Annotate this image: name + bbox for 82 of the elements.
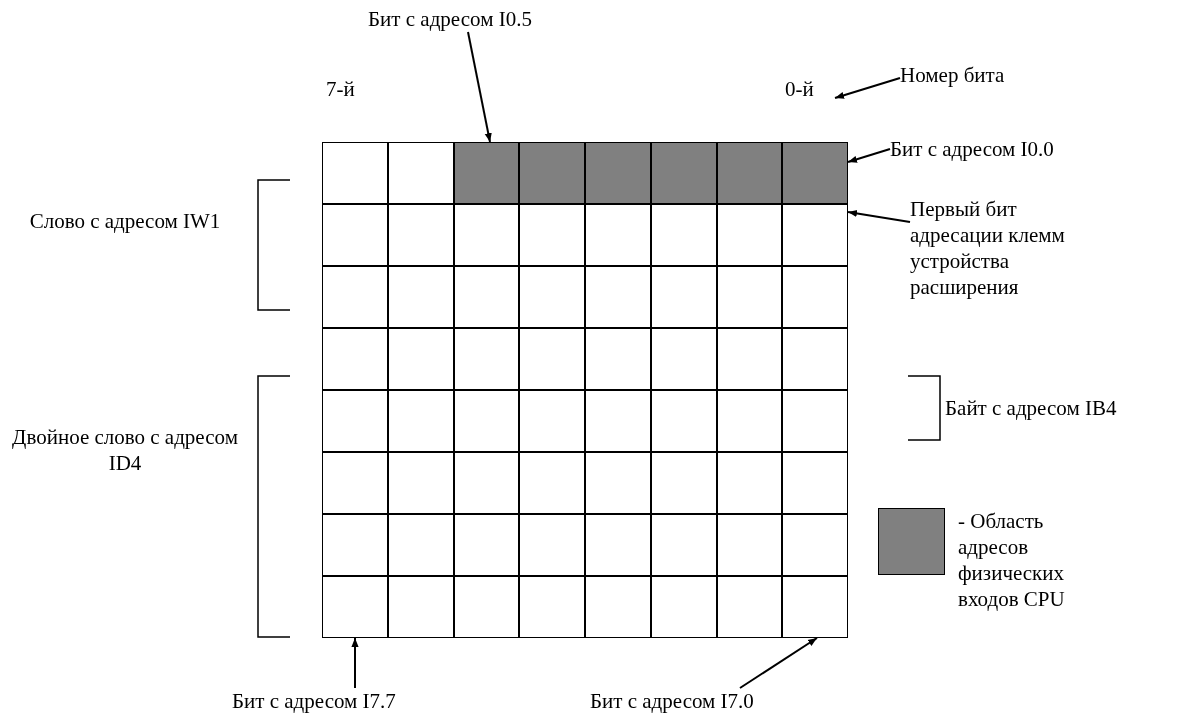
bit-number-label: 0-й xyxy=(785,76,835,102)
bit-cell xyxy=(650,576,717,638)
bit-cell xyxy=(322,452,388,514)
bit-cell xyxy=(322,204,388,266)
bit-cell xyxy=(519,576,585,638)
bit-cell xyxy=(650,204,717,266)
bracket-label: Слово с адресом IW1 xyxy=(28,208,222,234)
bit-cell xyxy=(519,328,585,390)
bit-cell xyxy=(453,204,520,266)
bit-cell xyxy=(782,390,848,452)
bit-cell xyxy=(453,266,520,328)
bit-cell xyxy=(716,390,783,452)
bit-cell xyxy=(453,514,520,576)
bit-cell xyxy=(585,266,651,328)
callout-text: Бит с адресом I7.7 xyxy=(232,688,396,714)
bit-cell xyxy=(387,142,454,204)
bracket-label: Двойное слово с адресом ID4 xyxy=(11,424,239,476)
callout-text: Номер бита xyxy=(900,62,1050,88)
bit-cell xyxy=(387,328,454,390)
leader-arrow xyxy=(847,148,891,163)
bit-cell xyxy=(650,328,717,390)
bit-cell xyxy=(782,452,848,514)
leader-arrow xyxy=(467,31,492,143)
callout-text: Бит с адресом I0.5 xyxy=(340,6,560,32)
bit-cell xyxy=(519,204,585,266)
bit-cell xyxy=(519,390,585,452)
bit-cell xyxy=(782,328,848,390)
bit-cell xyxy=(782,142,848,204)
bit-cell xyxy=(322,142,388,204)
bit-number-label: 7-й xyxy=(326,76,356,102)
bit-cell xyxy=(453,576,520,638)
bit-cell xyxy=(716,142,783,204)
leader-arrow xyxy=(847,209,911,223)
callout-text: Бит с адресом I0.0 xyxy=(890,136,1090,162)
bit-cell xyxy=(585,204,651,266)
bit-cell xyxy=(782,576,848,638)
bit-cell xyxy=(716,328,783,390)
bit-cell xyxy=(387,390,454,452)
bit-cell xyxy=(519,452,585,514)
bit-cell xyxy=(585,390,651,452)
bit-cell xyxy=(322,328,388,390)
bracket-label: Байт с адресом IB4 xyxy=(945,395,1118,421)
bit-cell xyxy=(716,576,783,638)
bit-cell xyxy=(782,514,848,576)
bit-cell xyxy=(387,576,454,638)
bit-cell xyxy=(387,204,454,266)
bit-cell xyxy=(519,142,585,204)
bit-cell xyxy=(650,266,717,328)
bit-cell xyxy=(322,514,388,576)
bit-cell xyxy=(716,514,783,576)
bit-cell xyxy=(650,514,717,576)
bit-cell xyxy=(585,452,651,514)
bit-cell xyxy=(322,266,388,328)
bit-cell xyxy=(453,142,520,204)
legend-text: - Область адресов физических входов CPU xyxy=(958,508,1066,612)
bit-cell xyxy=(650,142,717,204)
bit-cell xyxy=(650,452,717,514)
callout-text: Бит с адресом I7.0 xyxy=(590,688,754,714)
bit-cell xyxy=(322,576,388,638)
bit-cell xyxy=(782,266,848,328)
bit-cell xyxy=(585,514,651,576)
bit-cell xyxy=(585,328,651,390)
callout-text: Первый бит адресации клемм устройства расширения xyxy=(910,196,1090,300)
bit-cell xyxy=(387,266,454,328)
leader-arrow xyxy=(834,77,901,99)
bit-cell xyxy=(716,204,783,266)
bit-cell xyxy=(322,390,388,452)
bit-cell xyxy=(716,452,783,514)
bit-cell xyxy=(585,576,651,638)
bit-cell xyxy=(387,514,454,576)
bit-cell xyxy=(716,266,783,328)
bit-cell xyxy=(519,266,585,328)
bit-cell xyxy=(650,390,717,452)
leader-arrow xyxy=(351,637,359,689)
leader-arrow xyxy=(739,637,818,689)
bit-cell xyxy=(453,452,520,514)
bit-cell xyxy=(519,514,585,576)
bit-cell xyxy=(453,328,520,390)
bit-cell xyxy=(782,204,848,266)
bit-cell xyxy=(585,142,651,204)
bit-cell xyxy=(453,390,520,452)
bit-cell xyxy=(387,452,454,514)
